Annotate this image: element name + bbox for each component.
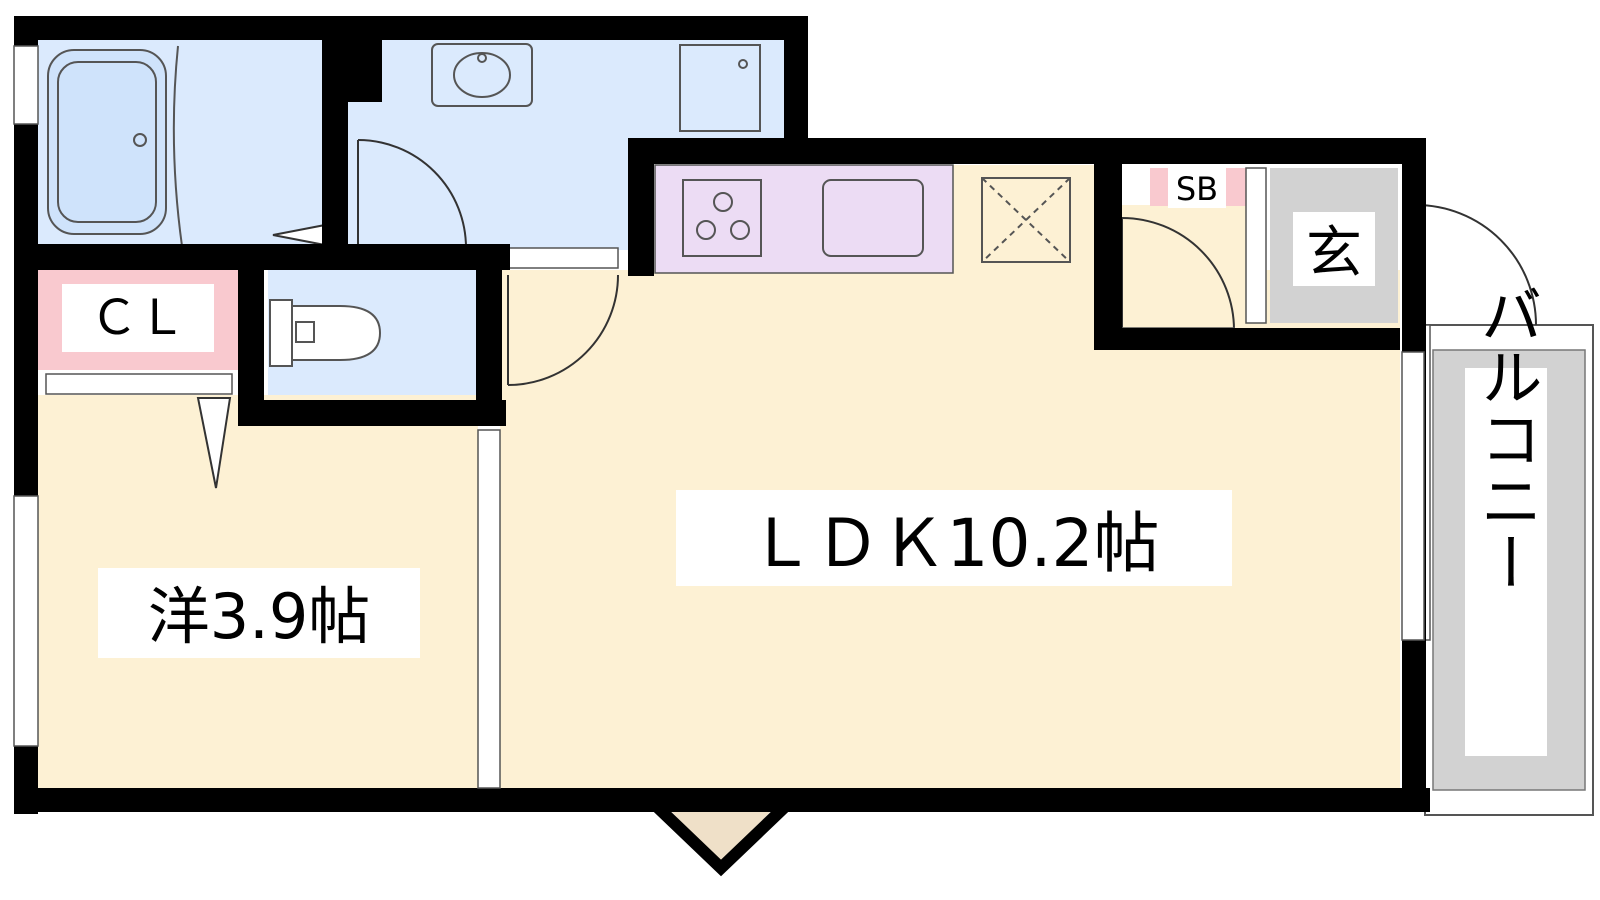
entrance-label-box	[1293, 212, 1375, 286]
entrance-door	[1415, 204, 1537, 326]
washroom-area-lower	[348, 100, 628, 250]
closet-label-box	[62, 284, 214, 352]
shoe-box-label-box	[1168, 168, 1226, 208]
kitchen-sink	[822, 179, 924, 257]
entry-hall-area	[1112, 205, 1247, 350]
balcony-label: バルコニー	[1470, 283, 1543, 593]
ldk-label-box	[676, 490, 1232, 586]
entrance-label: 玄	[1306, 221, 1362, 286]
western-room-label-box	[98, 568, 420, 658]
washing-machine-space	[679, 44, 761, 132]
ldk-door	[507, 274, 619, 386]
washbasin	[431, 43, 533, 107]
windows	[13, 45, 1425, 789]
bay-window-frame	[645, 795, 797, 877]
gas-stove	[682, 179, 762, 257]
bathtub	[47, 45, 183, 247]
bathroom-door	[357, 139, 467, 249]
closet-label: ＣＬ	[90, 290, 186, 346]
hall-door	[1121, 217, 1235, 331]
shoe-box-label: SB	[1176, 170, 1218, 208]
refrigerator-space	[981, 177, 1071, 263]
walls	[14, 16, 1430, 814]
balcony-label-box	[1465, 368, 1547, 756]
closet-folding-door	[196, 397, 232, 489]
ldk-label: ＬＤＫ10.2帖	[749, 505, 1160, 582]
western-room-label: 洋3.9帖	[148, 580, 371, 653]
toilet-fixture	[269, 299, 382, 367]
